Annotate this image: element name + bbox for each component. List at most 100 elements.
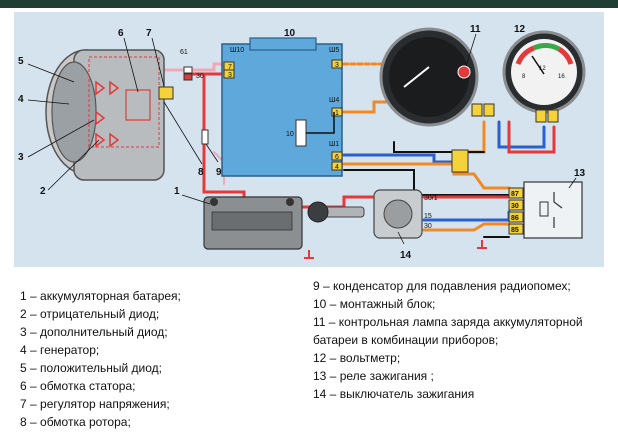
callout-7: 7: [146, 28, 152, 39]
fuse-label: 10: [286, 131, 294, 138]
battery: [203, 196, 314, 259]
relay-contact: [553, 192, 563, 228]
relay-pin-86: [508, 211, 524, 223]
block-top: [249, 37, 317, 51]
gauge-needle: [403, 66, 430, 88]
callout-3: 3: [18, 152, 24, 163]
pin-4: [331, 161, 343, 171]
terminal-30: [183, 73, 193, 81]
wire-pink-61: [162, 62, 224, 72]
diodes: [95, 80, 120, 148]
callout-1: 1: [174, 186, 180, 197]
battery-positive-terminal: [286, 198, 294, 206]
diode-additional: [95, 110, 106, 126]
label-15: 15: [424, 213, 432, 220]
pin-6: [331, 151, 343, 161]
legend-item: 12 – вольтметр;: [313, 351, 401, 365]
relay-coil: [539, 201, 549, 217]
callout-8: 8: [198, 167, 204, 178]
scale-red-high: [557, 46, 574, 65]
diode-negative: [95, 132, 106, 148]
wire-voltmeter-blue: [497, 120, 546, 149]
junction-connector: [451, 149, 469, 173]
legend-item: 11 – контрольная лампа заряда аккумулято…: [313, 315, 583, 347]
charge-lamp: [457, 65, 471, 79]
label-61: 61: [180, 49, 188, 56]
callout-10: 10: [284, 28, 296, 39]
pin-1: [331, 107, 343, 117]
key-head: [307, 201, 329, 223]
label-pin-3a: 3: [228, 72, 232, 79]
wire-w4: [342, 100, 394, 114]
wire-p4-black: [343, 169, 510, 196]
leader-14: [397, 231, 405, 245]
voltmeter: 8 12 16: [502, 30, 586, 123]
instrument-cluster: [379, 27, 495, 127]
switch-lock: [383, 199, 413, 229]
wire-p6-blue: [342, 153, 461, 164]
leader-2: [47, 139, 100, 191]
leader-13: [568, 177, 577, 189]
legend-left: 1 – аккумуляторная батарея; 2 – отрицате…: [20, 287, 300, 431]
relay-pin-85: [508, 223, 524, 235]
wire-30: [422, 222, 511, 232]
label-30: 30: [196, 73, 204, 80]
callout-9: 9: [216, 167, 222, 178]
leader-9: [205, 143, 219, 163]
ignition-relay: 87 30 86 85: [508, 181, 583, 239]
legend-item: 3 – дополнительный диод;: [20, 325, 168, 339]
callout-2: 2: [40, 186, 46, 197]
diode-positive: [95, 80, 106, 96]
callout-12: 12: [514, 24, 526, 35]
callout-14: 14: [400, 250, 412, 261]
capacitor: [201, 129, 209, 145]
leader-5: [27, 63, 75, 83]
battery-cells: [211, 211, 293, 231]
scale-red-low: [515, 45, 536, 66]
leader-11: [465, 33, 477, 67]
label-pin-3b: 3: [335, 62, 339, 69]
relay-pin-87: [508, 187, 524, 199]
callouts: 5 4 3 2 6 7 8 9 1 10 11 12: [18, 24, 586, 261]
label-30-1: 30/1: [424, 195, 438, 202]
fuse-wire: [306, 112, 335, 134]
scale-16: 16: [558, 74, 565, 80]
label-relay-85: 85: [511, 227, 519, 234]
scale-8: 8: [522, 74, 526, 80]
callout-11: 11: [470, 24, 481, 35]
pin-3b: [331, 59, 343, 69]
relay-pin-30: [508, 199, 524, 211]
legend-item: 9 – конденсатор для подавления радиопоме…: [313, 279, 571, 293]
mounting-block: 10 Ш10 7 3 Ш5 3 Ш4 1 Ш1 6 4: [221, 37, 343, 177]
scale-green: [532, 43, 561, 52]
leader-4: [27, 99, 70, 105]
callout-5: 5: [18, 56, 24, 67]
generator-circuit: [88, 56, 160, 148]
legend-item: 10 – монтажный блок;: [313, 297, 436, 311]
stator-winding: [125, 89, 151, 121]
voltmeter-needle: [531, 55, 545, 75]
label-w1: Ш1: [329, 141, 339, 148]
leader-6: [123, 37, 139, 93]
voltmeter-connector-1: [535, 109, 547, 123]
legend-item: 4 – генератор;: [20, 343, 100, 357]
scale-12: 12: [539, 66, 546, 72]
legend-item: 8 – обмотка ротора;: [20, 415, 131, 429]
legend-item: 14 – выключатель зажигания: [313, 387, 475, 401]
callout-6: 6: [118, 28, 124, 39]
wire-p4-orange: [342, 162, 511, 190]
diagram-svg: 61 30: [18, 24, 586, 261]
legend-item: 2 – отрицательный диод;: [20, 307, 160, 321]
battery-negative-terminal: [210, 198, 218, 206]
label-pin-1: 1: [335, 110, 339, 117]
voltage-regulator: [158, 86, 174, 100]
relay-ground-symbol: [477, 240, 487, 249]
label-relay-30: 30: [511, 203, 519, 210]
block-body: [221, 43, 343, 177]
label-w5: Ш5: [329, 47, 339, 54]
label-pin-4: 4: [335, 164, 339, 171]
ground-symbol: [304, 250, 314, 259]
diode-positive-2: [109, 80, 120, 96]
label-w4: Ш4: [329, 97, 339, 104]
label-pin-6: 6: [335, 154, 339, 161]
